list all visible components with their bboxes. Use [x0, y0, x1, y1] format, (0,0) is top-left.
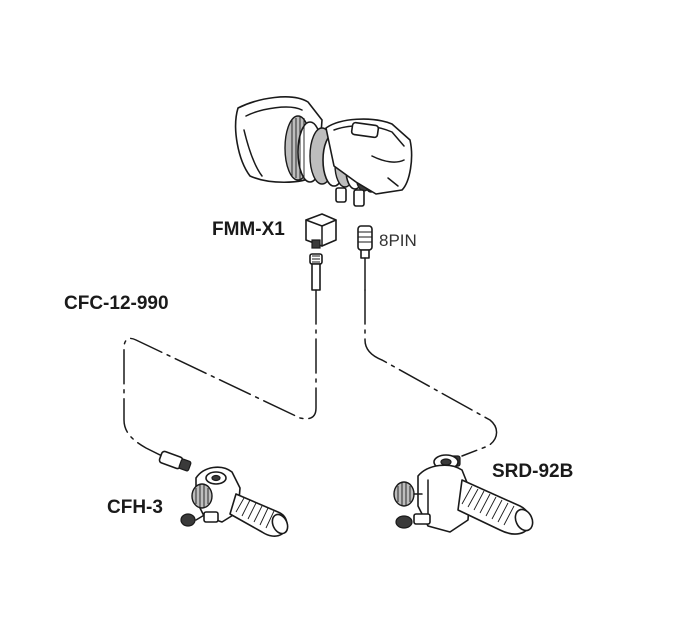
8pin-connector	[357, 225, 373, 291]
label-8pin: 8PIN	[379, 231, 417, 250]
cable-cfc-12-990	[123, 289, 317, 461]
fmm-x1-module	[305, 213, 337, 249]
label-srd-92b: SRD-92B	[492, 461, 574, 482]
fmm-cable-plug	[309, 253, 323, 291]
cable-srd-92b	[364, 289, 498, 457]
label-fmm-x1: FMM-X1	[212, 219, 285, 240]
label-cfc-12-990: CFC-12-990	[64, 293, 169, 314]
cfh-3-handle	[158, 450, 289, 537]
lens-illustration	[234, 96, 413, 207]
srd-92b-handle	[393, 454, 534, 535]
label-cfh-3: CFH-3	[107, 497, 163, 518]
